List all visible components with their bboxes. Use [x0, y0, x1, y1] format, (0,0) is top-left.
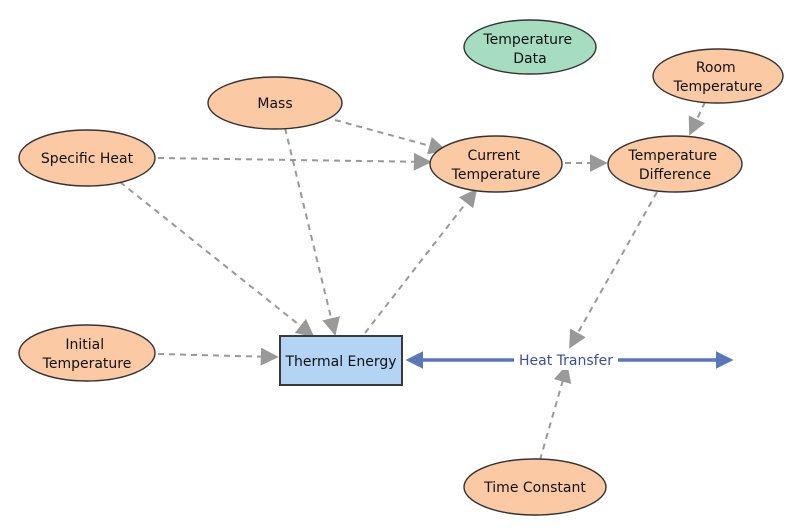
mass-node[interactable]: Mass — [207, 76, 343, 130]
thermal-energy-shape[interactable] — [279, 335, 403, 386]
time-constant-node[interactable]: Time Constant — [463, 458, 607, 516]
current-temperature-node[interactable]: Current Temperature — [429, 135, 563, 193]
temperature-difference-shape[interactable] — [607, 135, 743, 193]
link-specific-heat-to-current-temperature — [157, 152, 432, 171]
heat-transfer-label: Heat Transfer — [519, 353, 613, 369]
current-temperature-label-line-2: Temperature — [451, 167, 541, 183]
temperature-difference-label: Temperature Difference — [627, 148, 721, 183]
specific-heat-node[interactable]: Specific Heat — [18, 129, 156, 187]
specific-heat-label: Specific Heat — [41, 151, 134, 167]
room-temperature-label-line-1: Room — [696, 60, 736, 76]
room-temperature-label: Room Temperature — [673, 60, 763, 95]
temperature-difference-node[interactable]: Temperature Difference — [607, 135, 743, 193]
temperature-difference-label-line-1: Temperature — [627, 148, 717, 164]
mass-label: Mass — [257, 96, 292, 112]
time-constant-label: Time Constant — [483, 480, 586, 496]
room-temperature-label-line-2: Temperature — [673, 79, 763, 95]
initial-temperature-label: Initial Temperature — [42, 337, 132, 372]
initial-temperature-label-line-1: Initial — [65, 337, 104, 353]
temperature-data-node[interactable]: Temperature Data — [463, 19, 597, 75]
thermal-energy-label: Thermal Energy — [284, 354, 396, 370]
temperature-data-shape[interactable] — [463, 19, 597, 75]
link-thermal-energy-to-current-temperature — [364, 188, 478, 334]
current-temperature-shape[interactable] — [429, 135, 563, 193]
room-temperature-shape[interactable] — [652, 48, 784, 104]
link-mass-to-current-temperature — [334, 119, 447, 155]
link-room-to-temperature-difference — [688, 101, 706, 136]
temperature-data-label: Temperature Data — [482, 32, 576, 67]
temperature-data-label-line-2: Data — [513, 51, 546, 67]
temperature-data-label-line-1: Temperature — [482, 32, 572, 48]
initial-temperature-shape[interactable] — [18, 324, 156, 382]
heat-transfer-flow[interactable]: Heat Transfer — [405, 350, 734, 370]
time-constant-shape[interactable] — [463, 458, 607, 516]
link-time-constant-to-heat-transfer — [539, 364, 572, 461]
specific-heat-shape[interactable] — [18, 129, 156, 187]
thermal-energy-stock[interactable]: Thermal Energy — [279, 335, 403, 386]
influence-links — [119, 101, 706, 461]
link-mass-to-thermal-energy — [284, 127, 340, 336]
heat-transfer-label-bg — [514, 350, 618, 370]
room-temperature-node[interactable]: Room Temperature — [652, 48, 784, 104]
initial-temperature-node[interactable]: Initial Temperature — [18, 324, 156, 382]
link-initial-temperature-to-thermal-energy — [157, 347, 279, 366]
mass-shape[interactable] — [207, 76, 343, 130]
link-specific-heat-to-thermal-energy — [119, 181, 315, 338]
link-temperature-difference-to-heat-transfer — [569, 191, 658, 349]
initial-temperature-label-line-2: Temperature — [42, 356, 132, 372]
temperature-difference-label-line-2: Difference — [639, 167, 711, 183]
current-temperature-label-line-1: Current — [467, 148, 520, 164]
current-temperature-label: Current Temperature — [451, 148, 541, 183]
